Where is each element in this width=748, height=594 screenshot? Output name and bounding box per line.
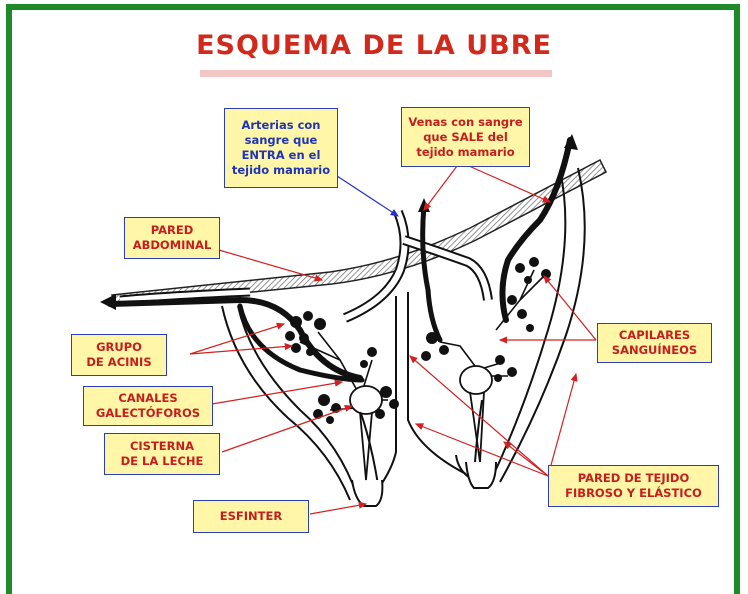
label-pared-tejido: PARED DE TEJIDO FIBROSO Y ELÁSTICO [548, 465, 719, 507]
label-venas: Venas con sangre que SALE del tejido mam… [401, 107, 530, 167]
title-underline [200, 70, 552, 77]
vein-arrowhead-left [100, 294, 116, 310]
label-cisterna: CISTERNA DE LA LECHE [104, 433, 220, 475]
veins [107, 137, 573, 383]
milk-cisterns [349, 365, 493, 481]
label-arterias: Arterias con sangre que ENTRA en el teji… [224, 108, 338, 188]
teats [351, 461, 497, 507]
label-canales: CANALES GALECTÓFOROS [83, 386, 213, 426]
pointer-arrows [189, 161, 597, 515]
label-pared-abdominal: PARED ABDOMINAL [124, 217, 220, 259]
label-esfinter: ESFINTER [193, 500, 309, 533]
galactophore-channels [299, 269, 545, 411]
abdominal-wall [111, 158, 608, 307]
label-capilares: CAPILARES SANGUÍNEOS [597, 323, 712, 363]
vein-arrowhead-right [564, 134, 578, 150]
label-grupo-acinis: GRUPO DE ACINIS [71, 334, 167, 376]
page-title: ESQUEMA DE LA UBRE [196, 30, 552, 61]
